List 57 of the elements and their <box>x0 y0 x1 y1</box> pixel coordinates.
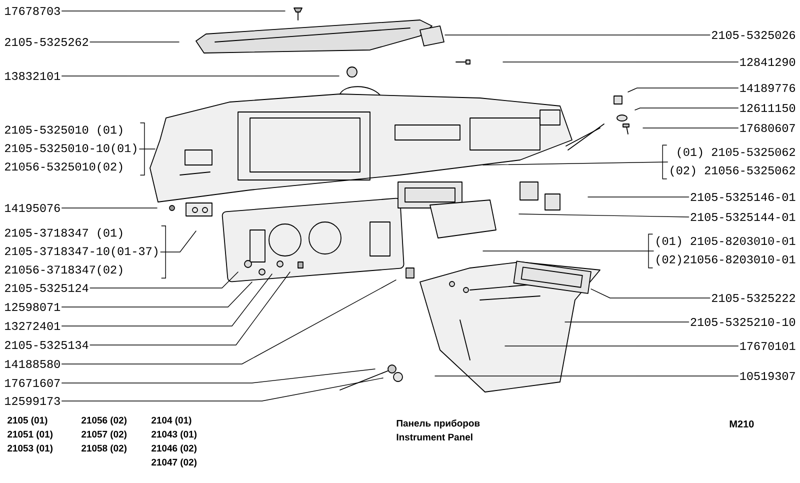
part-number: 2105-5325124 <box>5 284 88 292</box>
leader-line <box>62 10 286 12</box>
part-number: 17670101 <box>740 342 796 350</box>
title: Панель приборов <box>396 420 480 428</box>
part-number: 14189776 <box>740 84 796 92</box>
model-code: 2105 (01) <box>8 416 48 426</box>
part-number: 2105-5325146-01 <box>690 193 796 201</box>
part-number: 2105-5325262 <box>5 38 88 46</box>
leader-line <box>139 148 156 150</box>
leader-line <box>444 34 710 36</box>
model-code: 21053 (01) <box>8 444 52 454</box>
part-number-group: (01) 2105-8203010-01 (02)21056-8203010-01 <box>648 234 796 268</box>
part-number: 17671607 <box>5 379 60 387</box>
leader-line <box>62 274 272 326</box>
part-number: 10519307 <box>740 372 795 380</box>
part-number: 2105-5325134 <box>5 341 88 349</box>
leader-line <box>62 282 252 308</box>
leader-line <box>160 230 196 252</box>
part-number: 12598071 <box>5 303 60 311</box>
leader-line <box>62 378 384 402</box>
leader-line <box>62 368 376 384</box>
part-number-group: 2105-3718347 (01) 2105-3718347-10(01-37) 21056-3718347(02) <box>5 226 166 278</box>
leader-line <box>90 272 290 346</box>
leader-line <box>90 272 238 288</box>
leader-line <box>634 108 739 110</box>
leader-line <box>482 162 668 166</box>
model-code: 21047 (02) <box>152 458 196 468</box>
part-number: 2105-5325144-01 <box>690 213 796 221</box>
leader-line <box>62 280 396 364</box>
part-number: 13272401 <box>5 322 60 330</box>
part-number: 17680607 <box>740 124 795 132</box>
model-code: 2104 (01) <box>152 416 192 426</box>
part-number-group: 2105-5325010 (01) 2105-5325010-10(01) 21056-5325010(02) <box>5 122 145 176</box>
leader-line <box>628 88 739 92</box>
part-number: 17678703 <box>5 7 60 15</box>
part-number: 14195076 <box>5 204 60 212</box>
leader-line <box>518 214 690 218</box>
part-number-group: (01) 2105-5325062 (02) 21056-5325062 <box>662 144 795 180</box>
leader-line <box>588 196 690 198</box>
part-number: 12599173 <box>5 397 60 405</box>
part-number: 2105-5325026 <box>712 31 796 39</box>
part-number: 12611150 <box>740 104 796 112</box>
part-number: 14188580 <box>5 360 60 368</box>
leader-line <box>482 250 654 252</box>
figure-number: M210 <box>730 420 754 428</box>
model-code: 21046 (02) <box>152 444 196 454</box>
part-number: 2105-5325222 <box>712 294 795 302</box>
model-code: 21043 (01) <box>152 430 196 440</box>
part-number: 12841290 <box>740 58 796 66</box>
model-code: 21058 (02) <box>82 444 126 454</box>
model-code: 21056 (02) <box>82 416 126 426</box>
leader-line <box>590 288 710 298</box>
model-code: 21051 (01) <box>8 430 52 440</box>
part-number: 13832101 <box>5 72 60 80</box>
part-number: 2105-5325210-10 <box>690 318 796 326</box>
subtitle: Instrument Panel <box>396 434 472 440</box>
model-code: 21057 (02) <box>82 430 126 440</box>
